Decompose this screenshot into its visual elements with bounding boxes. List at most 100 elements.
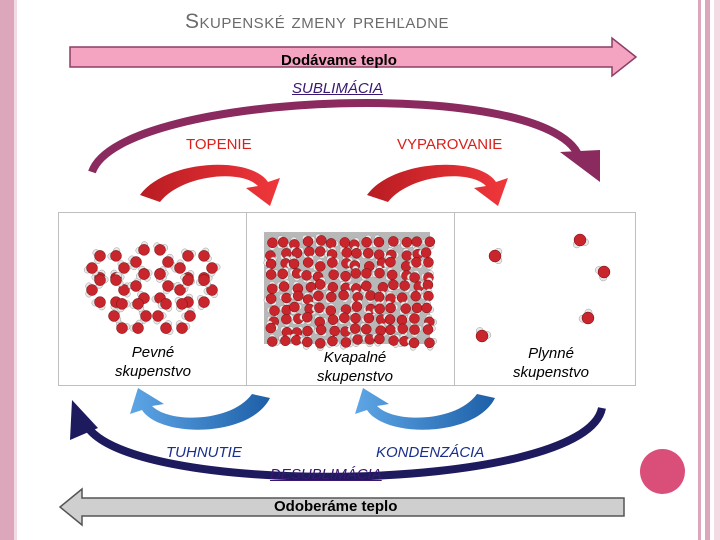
water-molecule <box>387 279 401 292</box>
melting-arrow <box>140 164 280 206</box>
gas-state-caption: Plynné skupenstvo <box>496 344 606 382</box>
water-molecule <box>362 334 376 348</box>
water-molecule <box>313 324 327 337</box>
left-decor-bar <box>0 0 14 540</box>
water-molecule <box>338 289 351 303</box>
heat-added-label: Dodávame teplo <box>281 52 397 69</box>
gas-state-name-line2: skupenstvo <box>513 364 589 381</box>
water-molecule <box>267 237 281 251</box>
water-molecule <box>280 326 294 338</box>
desublimation-label: DESUBLIMÁCIA <box>270 466 382 483</box>
solid-lattice-image <box>83 241 221 335</box>
gas-molecules-image <box>475 233 611 343</box>
water-molecule <box>301 234 316 247</box>
right-decor-stripe <box>714 0 720 540</box>
freezing-arrow <box>130 388 270 430</box>
water-molecule <box>276 279 290 292</box>
water-molecule <box>312 258 326 272</box>
water-molecule <box>265 267 279 280</box>
water-molecule <box>175 320 191 334</box>
water-molecule <box>92 249 106 264</box>
water-molecule <box>383 313 396 327</box>
desublimation-arc <box>80 406 606 481</box>
water-molecule <box>157 298 173 312</box>
water-molecule <box>83 262 99 276</box>
condensation-label: KONDENZÁCIA <box>376 444 485 461</box>
water-molecule <box>302 255 315 270</box>
water-molecule <box>349 311 361 325</box>
water-molecule <box>160 320 174 335</box>
slide-title: Skupenské zmeny prehľadne <box>185 10 450 33</box>
water-molecule <box>421 300 435 314</box>
water-molecule <box>361 234 374 249</box>
water-molecule <box>361 310 375 324</box>
water-molecule <box>395 323 408 337</box>
water-molecule <box>91 296 106 311</box>
water-molecule <box>361 268 375 281</box>
right-decor-line <box>698 0 701 540</box>
water-molecule <box>108 308 122 323</box>
water-molecule <box>340 337 354 350</box>
heat-added-arrow <box>69 36 638 78</box>
solid-state-caption: Pevné skupenstvo <box>98 343 208 381</box>
water-molecule <box>572 233 589 249</box>
melting-label: TOPENIE <box>186 136 252 153</box>
water-molecule <box>397 333 410 347</box>
water-molecule <box>267 333 280 347</box>
water-molecule <box>338 270 353 283</box>
water-molecule <box>289 268 303 282</box>
water-molecule <box>153 242 169 256</box>
water-molecule <box>422 322 436 335</box>
water-molecule <box>475 327 492 343</box>
water-molecule <box>578 308 595 325</box>
water-molecule <box>181 307 196 322</box>
liquid-state-caption: Kvapalné skupenstvo <box>296 348 414 386</box>
water-molecule <box>315 233 327 248</box>
water-molecule <box>290 246 304 259</box>
water-molecule <box>129 298 145 312</box>
water-molecule <box>420 288 434 302</box>
water-molecule <box>323 302 337 316</box>
water-molecule <box>406 270 420 283</box>
water-molecule <box>337 311 350 325</box>
water-molecule <box>359 279 372 294</box>
water-molecule <box>326 255 340 268</box>
water-molecule <box>371 265 385 279</box>
solid-state-name-line2: skupenstvo <box>115 363 191 380</box>
water-molecule <box>385 300 399 314</box>
water-molecule <box>399 301 411 315</box>
water-molecule <box>115 320 131 334</box>
right-decor-bar <box>705 0 710 540</box>
water-molecule <box>180 273 194 289</box>
water-molecule <box>388 334 401 348</box>
water-molecule <box>406 337 420 351</box>
water-molecule <box>312 289 324 303</box>
water-molecule <box>196 274 211 288</box>
water-molecule <box>400 236 414 249</box>
water-molecule <box>394 292 409 305</box>
water-molecule <box>324 290 337 304</box>
water-molecule <box>315 338 328 352</box>
water-molecule <box>197 295 210 310</box>
water-molecule <box>110 272 124 287</box>
water-molecule <box>162 253 176 269</box>
water-molecule <box>263 256 277 270</box>
liquid-state-name-line2: skupenstvo <box>317 368 393 385</box>
water-molecule <box>152 310 167 325</box>
sublimation-label: SUBLIMÁCIA <box>292 80 383 97</box>
water-molecule <box>129 319 144 334</box>
water-molecule <box>409 324 423 338</box>
water-molecule <box>94 274 109 289</box>
water-molecule <box>289 301 303 315</box>
gas-state-panel <box>454 212 636 386</box>
water-molecule <box>181 248 196 262</box>
water-molecule <box>424 337 437 351</box>
freezing-label: TUHNUTIE <box>166 444 242 461</box>
water-molecule <box>372 301 385 315</box>
water-molecule <box>286 256 300 270</box>
water-molecule <box>383 254 396 269</box>
water-molecule <box>162 280 177 295</box>
water-molecule <box>362 290 376 304</box>
